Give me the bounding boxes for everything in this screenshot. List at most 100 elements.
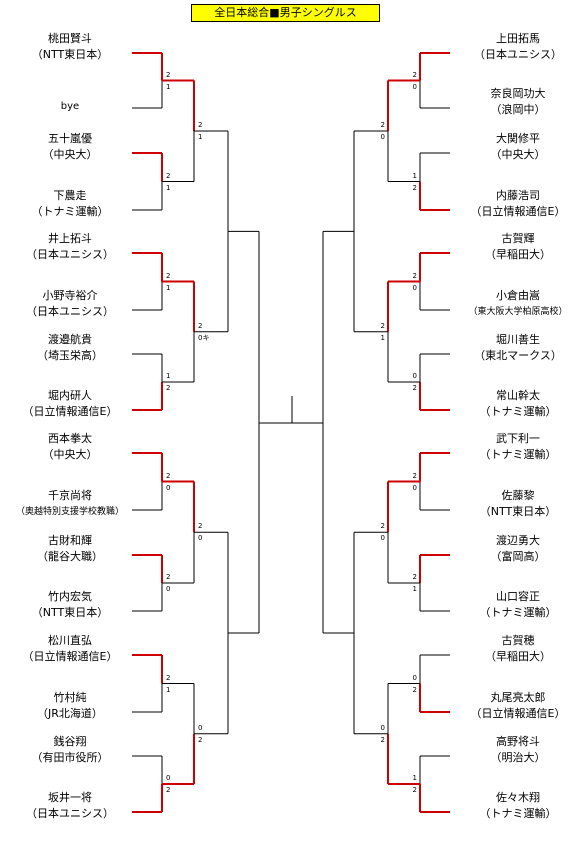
right-r1-score-top-5: 2 xyxy=(412,471,417,480)
player-name: 常山幹太 xyxy=(496,389,540,402)
player-name: 古賀輝 xyxy=(501,232,535,245)
right-player-3: 大関修平（中央大） xyxy=(453,131,583,163)
right-r2-score-top-2: 2 xyxy=(380,321,385,330)
left-r2-score-bot-2: 0キ xyxy=(198,333,210,342)
left-r1-score-bot-1: 1 xyxy=(166,82,171,91)
player-name: 上田拓馬 xyxy=(496,32,540,45)
player-affiliation: （埼玉栄高） xyxy=(37,349,103,362)
right-r1-score-top-6: 2 xyxy=(412,573,417,581)
left-r2-score-bot-3: 0 xyxy=(198,534,203,543)
player-affiliation: （中央大） xyxy=(490,148,546,161)
left-r1-score-top-1: 2 xyxy=(166,70,171,79)
right-player-5: 古賀輝 （早稲田大） xyxy=(453,231,583,263)
right-r1-score-bot-3: 0 xyxy=(412,283,417,292)
left-r2-score-top-2: 2 xyxy=(198,321,203,330)
player-name: 佐々木翔 xyxy=(496,791,540,804)
player-affiliation: （中央大） xyxy=(42,148,98,161)
left-player-15: 銭谷翔（有田市役所） xyxy=(5,734,135,766)
right-r2-score-bot-4: 2 xyxy=(380,735,385,744)
player-affiliation: （東大阪大学柏原高校） xyxy=(468,307,568,317)
player-affiliation: （早稲田大） xyxy=(485,248,551,261)
right-player-15: 高野将斗 （明治大） xyxy=(453,734,583,766)
right-player-11: 渡辺勇大（富岡高） xyxy=(453,533,583,565)
player-name: 古賀穂 xyxy=(501,634,535,647)
right-player-14: 丸尾亮太郎（日立情報通信E） xyxy=(453,690,583,722)
player-affiliation: （NTT東日本） xyxy=(479,505,557,518)
left-player-3: 五十嵐優 （中央大） xyxy=(5,131,135,163)
left-player-10: 千京尚将（奥越特別支援学校教職） xyxy=(5,488,135,520)
player-name: 山口容正 xyxy=(496,590,540,603)
left-player-8: 堀内研人（日立情報通信E） xyxy=(5,388,135,420)
left-player-5: 井上拓斗（日本ユニシス） xyxy=(5,231,135,263)
left-r1-score-top-2: 2 xyxy=(166,171,171,180)
player-affiliation: （トナミ運輸） xyxy=(479,606,557,619)
right-r2-score-top-1: 2 xyxy=(380,121,385,129)
player-name: 坂井一将 xyxy=(48,791,92,804)
right-player-8: 常山幹太 （トナミ運輸） xyxy=(453,388,583,420)
player-affiliation: （東北マークス） xyxy=(474,349,562,362)
left-r1-score-bot-5: 0 xyxy=(166,483,171,492)
player-name: 千京尚将 xyxy=(48,489,92,502)
player-affiliation: （日本ユニシス） xyxy=(26,248,114,261)
left-r1-score-bot-7: 1 xyxy=(166,685,171,694)
player-affiliation: （明治大） xyxy=(490,751,546,764)
player-name: 古財和輝 xyxy=(48,534,92,547)
player-name: 五十嵐優 xyxy=(48,132,92,145)
left-r2-score-top-1: 2 xyxy=(198,121,203,129)
left-player-11: 古財和輝（龍谷大職） xyxy=(5,533,135,565)
player-name: 武下利一 xyxy=(496,432,540,445)
left-player-16: 坂井一将 （日本ユニシス） xyxy=(5,790,135,822)
player-name: 奈良岡功大 xyxy=(490,87,546,100)
right-r1-score-top-8: 1 xyxy=(412,774,417,782)
left-player-13: 松川直弘（日立情報通信E） xyxy=(5,633,135,665)
right-r1-score-bot-2: 2 xyxy=(412,183,417,192)
player-name: 堀川善生 xyxy=(496,333,540,346)
player-affiliation: （有田市役所） xyxy=(31,751,109,764)
player-affiliation: （日本ユニシス） xyxy=(474,48,562,61)
right-r2-score-top-3: 2 xyxy=(380,522,385,531)
player-affiliation: （日立情報通信E） xyxy=(470,205,566,218)
right-player-7: 堀川善生 （東北マークス） xyxy=(453,332,583,364)
left-r1-score-top-6: 2 xyxy=(166,573,171,581)
right-player-16: 佐々木翔 （トナミ運輸） xyxy=(453,790,583,822)
right-player-9: 武下利一 （トナミ運輸） xyxy=(453,431,583,463)
right-r1-score-top-2: 1 xyxy=(412,171,417,180)
left-player-7: 渡邉航貴 （埼玉栄高） xyxy=(5,332,135,364)
right-r2-score-top-4: 0 xyxy=(380,723,385,732)
left-r1-score-bot-4: 2 xyxy=(166,384,171,392)
player-affiliation: （NTT東日本） xyxy=(31,48,109,61)
player-name: 竹村純 xyxy=(53,691,87,704)
left-player-1: 桃田賢斗 （NTT東日本） xyxy=(5,31,135,63)
left-r1-score-top-8: 0 xyxy=(166,774,171,782)
right-player-1: 上田拓馬 （日本ユニシス） xyxy=(453,31,583,63)
right-r1-score-bot-8: 2 xyxy=(412,786,417,794)
left-player-2: bye xyxy=(5,99,135,115)
right-player-10: 佐藤黎（NTT東日本） xyxy=(453,488,583,520)
player-affiliation: （浪岡中） xyxy=(490,103,546,116)
left-r1-score-top-5: 2 xyxy=(166,471,171,480)
player-name: 渡辺勇大 xyxy=(496,534,540,547)
left-r2-score-bot-4: 2 xyxy=(198,735,203,744)
player-name: 小倉由嵩 xyxy=(496,289,540,302)
left-r1-score-bot-2: 1 xyxy=(166,183,171,192)
player-affiliation: （トナミ運輸） xyxy=(31,205,109,218)
player-name: 渡邉航貴 xyxy=(48,333,92,346)
left-player-6: 小野寺裕介（日本ユニシス） xyxy=(5,288,135,320)
player-affiliation: （日本ユニシス） xyxy=(26,807,114,820)
player-affiliation: （JR北海道） xyxy=(37,707,103,720)
player-affiliation: （早稲田大） xyxy=(485,650,551,663)
player-affiliation: （トナミ運輸） xyxy=(479,405,557,418)
player-name: 高野将斗 xyxy=(496,735,540,748)
left-r1-score-bot-8: 2 xyxy=(166,786,171,794)
left-r1-score-bot-3: 1 xyxy=(166,283,171,292)
player-affiliation: （トナミ運輸） xyxy=(479,448,557,461)
left-r1-score-top-4: 1 xyxy=(166,372,171,380)
right-player-4: 内藤浩司（日立情報通信E） xyxy=(453,188,583,220)
player-name: 桃田賢斗 xyxy=(48,32,92,45)
player-name: 下農走 xyxy=(53,189,87,202)
player-affiliation: （中央大） xyxy=(42,448,98,461)
bye-label: bye xyxy=(60,101,80,112)
player-affiliation: （NTT東日本） xyxy=(31,606,109,619)
player-affiliation: （トナミ運輸） xyxy=(479,807,557,820)
